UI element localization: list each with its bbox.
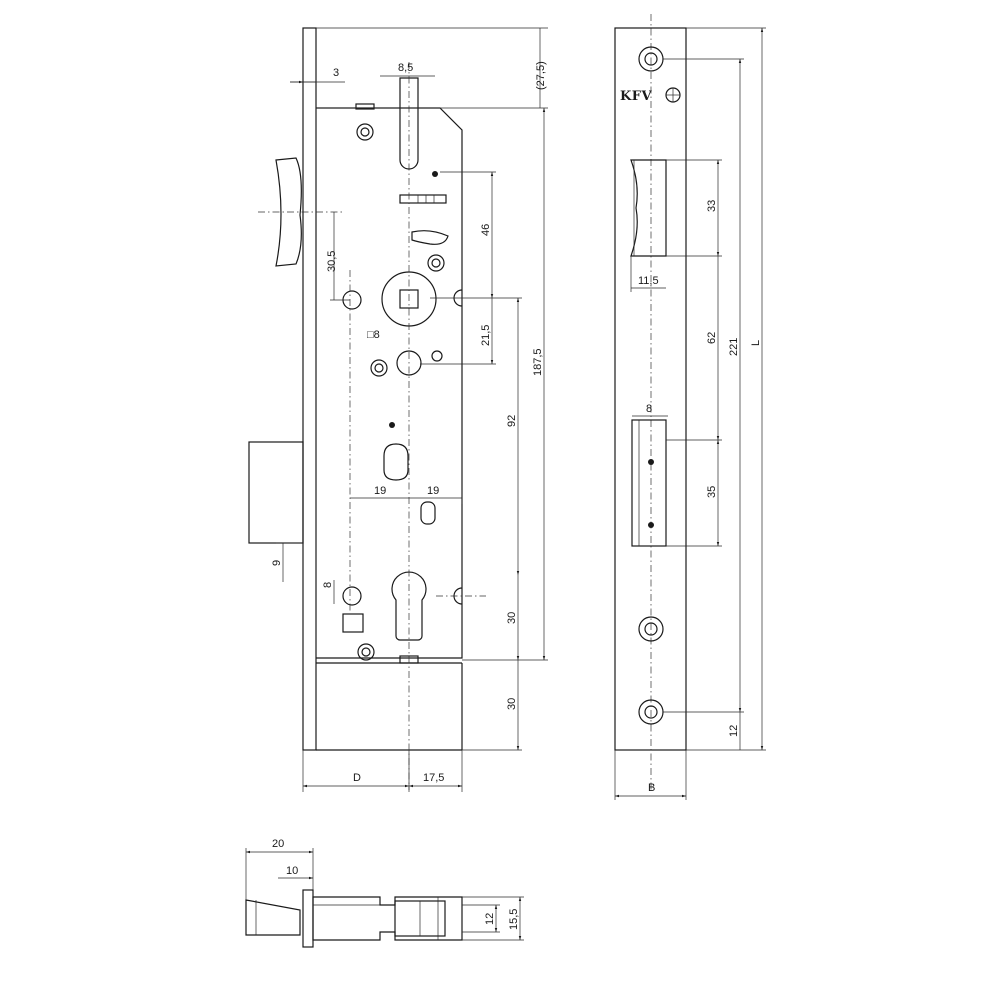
lock-body-view [248, 27, 486, 790]
dim-187-5: 187,5 [532, 348, 544, 376]
dim-19-left: 19 [374, 485, 386, 497]
dim-8-faceplate: 8 [646, 403, 652, 415]
screw-icon [370, 359, 388, 377]
dim-62: 62 [706, 332, 718, 344]
dim-8-5: 8,5 [398, 62, 413, 74]
faceplate-outline [614, 27, 687, 751]
crosshair-icon [665, 87, 681, 103]
dim-33: 33 [706, 200, 718, 212]
spindle-size: □8 [367, 329, 380, 341]
dim-19-right: 19 [427, 485, 439, 497]
screw-icon [356, 123, 374, 141]
screw-icon [357, 643, 375, 661]
dim-21-5: 21,5 [480, 325, 492, 346]
lock-body-dimensions [276, 27, 548, 792]
forend-side [302, 27, 317, 751]
dim-10: 10 [286, 865, 298, 877]
latch-head [245, 899, 301, 936]
top-slot [399, 77, 419, 170]
dim-30-5: 30,5 [326, 251, 338, 272]
lock-body-labels: 3 8,5 (27,5) 30,5 46 21,5 187,5 92 19 19… [271, 61, 547, 784]
dim-9: 9 [271, 560, 283, 566]
dim-15-5: 15,5 [508, 909, 520, 930]
dead-bolt [248, 441, 304, 544]
dim-20: 20 [272, 838, 284, 850]
dim-27-5: (27,5) [535, 61, 547, 90]
faceplate-view: KFV [614, 14, 687, 790]
latch-detail-view [245, 889, 463, 948]
latch-opening [630, 159, 667, 257]
cylinder-cutout [391, 571, 427, 641]
faceplate-labels: 33 11,5 62 221 L 8 35 12 B [638, 200, 762, 794]
dim-3: 3 [333, 67, 339, 79]
dim-8: 8 [322, 582, 334, 588]
dim-B: B [648, 782, 655, 794]
dim-D: D [353, 772, 361, 784]
dim-30-b: 30 [506, 698, 518, 710]
brand-logo: KFV [620, 89, 653, 104]
latch-detail-labels: 20 10 12 15,5 [272, 838, 520, 930]
dim-17-5: 17,5 [423, 772, 444, 784]
dim-46: 46 [480, 224, 492, 236]
dim-11-5: 11,5 [638, 275, 659, 287]
latch-bolt [275, 157, 302, 267]
screw-icon [427, 254, 445, 272]
dim-12-faceplate: 12 [728, 725, 740, 737]
dim-30-a: 30 [506, 612, 518, 624]
lock-case-outline [316, 107, 463, 659]
bolt-opening [631, 419, 667, 547]
faceplate-dimensions [614, 27, 766, 800]
dim-221: 221 [728, 338, 740, 356]
dim-92: 92 [506, 415, 518, 427]
dim-12-latch: 12 [484, 913, 496, 925]
dim-35: 35 [706, 486, 718, 498]
dim-L: L [750, 340, 762, 346]
latch-detail-dimensions [245, 848, 524, 941]
